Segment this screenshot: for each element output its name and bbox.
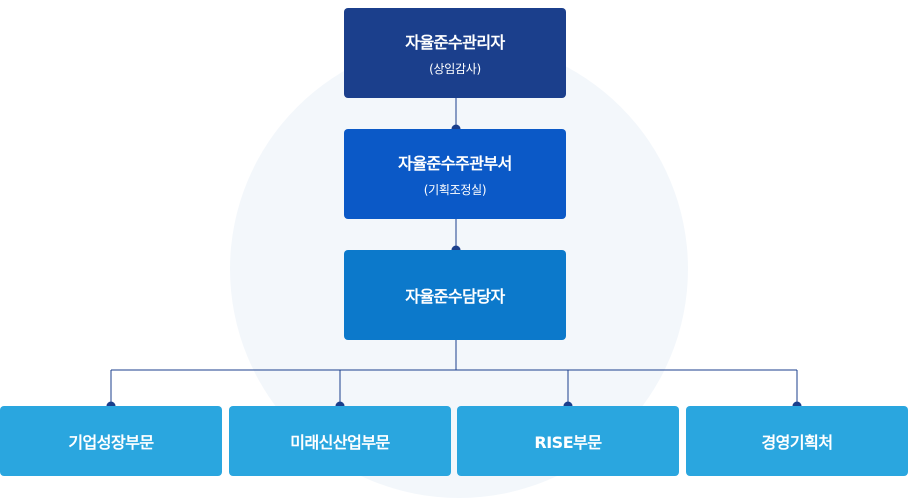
department-box-2: 미래신산업부문 [229, 406, 451, 476]
department-label: 기업성장부문 [68, 433, 154, 452]
department-box-1: 기업성장부문 [0, 406, 222, 476]
compliance-manager-subtitle: (상임감사) [429, 62, 481, 76]
compliance-department-subtitle: (기획조정실) [423, 183, 487, 197]
department-label: RISE부문 [534, 433, 602, 452]
department-box-4: 경영기획처 [686, 406, 908, 476]
compliance-department-box: 자율준수주관부서 (기획조정실) [344, 129, 566, 219]
compliance-officer-title: 자율준수담당자 [405, 287, 505, 306]
department-box-3: RISE부문 [457, 406, 679, 476]
department-label: 경영기획처 [761, 433, 833, 452]
compliance-manager-title: 자율준수관리자 [405, 33, 505, 52]
compliance-officer-box: 자율준수담당자 [344, 250, 566, 340]
department-label: 미래신산업부문 [290, 433, 390, 452]
compliance-manager-box: 자율준수관리자 (상임감사) [344, 8, 566, 98]
compliance-department-title: 자율준수주관부서 [398, 154, 512, 173]
